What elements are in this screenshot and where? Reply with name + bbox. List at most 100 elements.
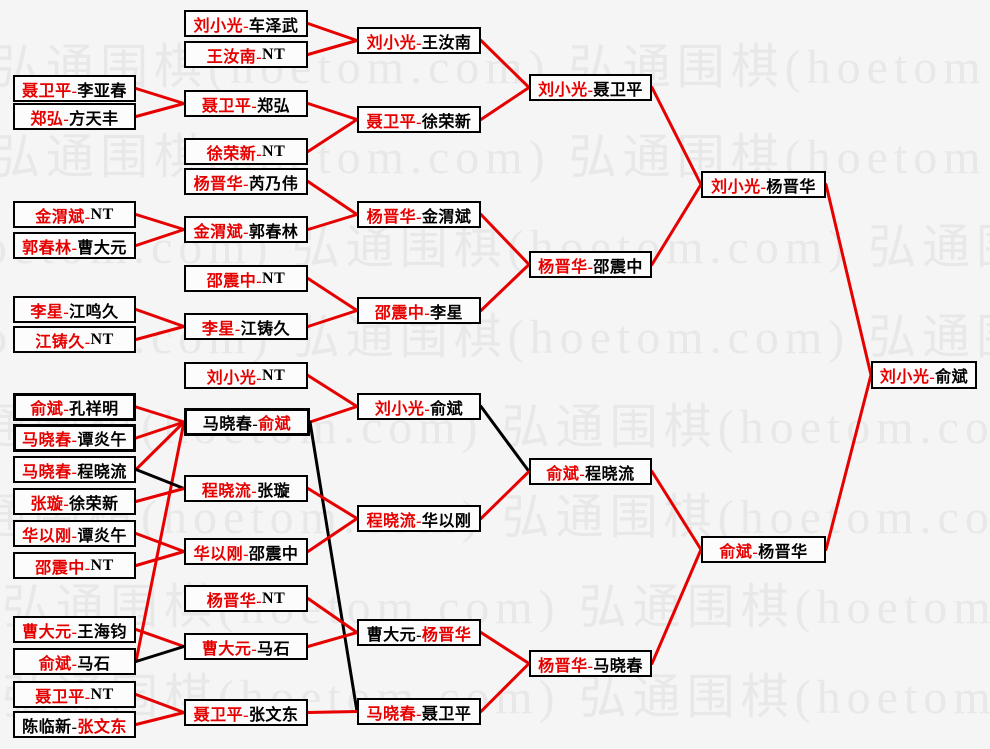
match-node: 刘小光-俞斌 [871, 361, 977, 389]
player-name-winner: 马晓春- [366, 705, 422, 723]
bracket-edge-red [134, 420, 186, 471]
bracket-edge-red [308, 405, 359, 424]
player-name-winner: 聂卫平- [193, 706, 249, 724]
match-node: 陈临新-张文东 [13, 711, 136, 738]
bracket-edge-red [134, 228, 186, 247]
player-name-loser: 曹大元- [366, 626, 422, 644]
bracket-edge-red [306, 517, 359, 553]
bracket-edge-red [306, 309, 359, 328]
player-name-loser: 徐荣新 [69, 495, 119, 513]
player-name-loser: 谭炎午 [77, 527, 127, 545]
player-name-loser: 李亚春 [77, 82, 127, 100]
bracket-edge-red [650, 470, 703, 551]
player-name-loser: 俞斌 [430, 400, 464, 418]
player-name-winner: 杨晋华- [193, 175, 249, 193]
match-node: 程晓流-华以刚 [357, 505, 481, 532]
player-name-loser: 江鸣久 [69, 303, 119, 321]
bracket-edge-red [134, 420, 186, 440]
match-node: 俞斌-孔祥明 [13, 393, 136, 421]
bracket-edge-red [306, 22, 359, 42]
match-node: 刘小光-车泽武 [184, 10, 308, 37]
match-node: 王汝南-NT [184, 41, 308, 68]
bracket-edge-red [134, 532, 186, 553]
match-node: 金渭斌-NT [13, 201, 136, 228]
player-name-loser: 孔祥明 [69, 401, 119, 418]
match-node: 华以刚-邵震中 [184, 538, 308, 565]
player-name-loser: NT [90, 205, 114, 223]
player-name-loser: 曹大元 [77, 239, 127, 257]
match-node: 俞斌-程晓流 [529, 458, 652, 485]
bracket-edge-red [306, 597, 359, 634]
bracket-edge-red [134, 325, 186, 341]
player-name-loser: 马晓春 [593, 657, 643, 675]
player-name-winner: 程晓流- [201, 482, 258, 500]
bracket-edge-red [134, 693, 186, 714]
watermark-text-row: 弘通围棋(hoetom.com) 弘通围棋(hoetom.com) 弘通围棋(h… [0, 41, 990, 94]
match-node: 杨晋华-NT [184, 585, 308, 612]
player-name-winner: 邵震中- [206, 272, 263, 290]
match-node: 郭春林-曹大元 [13, 232, 136, 259]
player-name-winner: 徐荣新- [206, 145, 263, 163]
bracket-edge-red [479, 263, 531, 312]
match-node: 聂卫平-徐荣新 [357, 106, 481, 133]
player-name-winner: 李星- [201, 320, 241, 338]
match-node: 程晓流-张璇 [184, 475, 308, 502]
match-node: 曹大元-马石 [184, 633, 308, 660]
match-node: 杨晋华-邵震中 [529, 251, 652, 278]
player-name-loser: 江铸久 [240, 320, 291, 338]
player-name-winner: 俞斌- [546, 465, 586, 483]
player-name-winner: 曹大元- [22, 623, 78, 641]
player-name-loser: 张文东 [248, 706, 299, 724]
bracket-edge-red [479, 470, 531, 520]
match-node: 张璇-徐荣新 [13, 488, 136, 515]
match-node: 邵震中-NT [13, 552, 136, 579]
player-name-winner: 马晓春- [22, 463, 78, 481]
match-node: 俞斌-马石 [13, 648, 136, 675]
player-name-loser: 杨晋华 [758, 543, 808, 561]
player-name-winner: 俞斌- [30, 401, 70, 418]
bracket-edge-red [134, 405, 186, 424]
player-name-winner: 俞斌 [258, 416, 292, 433]
player-name-winner: 李星- [30, 303, 70, 321]
watermark-text-row: 弘通围棋(hoetom.com) 弘通围棋(hoetom.com) 弘通围棋(h… [2, 581, 990, 634]
player-name-loser: 谭炎午 [77, 432, 127, 449]
player-name-winner: 聂卫平- [35, 688, 91, 706]
match-node: 金渭斌-郭春林 [184, 216, 308, 243]
player-name-winner: 张璇- [30, 495, 70, 513]
match-node: 刘小光-聂卫平 [529, 74, 652, 101]
player-name-winner: 俞斌- [38, 655, 78, 673]
player-name-loser: 徐荣新 [421, 113, 472, 131]
player-name-winner: 曹大元- [201, 640, 258, 658]
player-name-loser: 王海钧 [77, 623, 127, 641]
bracket-edge-red [134, 308, 186, 328]
player-name-loser: 邵震中 [593, 258, 643, 276]
player-name-loser: 张璇 [257, 482, 291, 500]
match-node: 刘小光-王汝南 [357, 27, 481, 54]
player-name-loser: 郑弘 [257, 97, 291, 115]
player-name-loser: NT [262, 589, 286, 607]
player-name-winner: 刘小光- [366, 34, 422, 52]
player-name-loser: 程晓流 [585, 465, 635, 483]
player-name-loser: 聂卫平 [593, 81, 643, 99]
bracket-edge-red [134, 213, 186, 231]
player-name-winner: 聂卫平- [201, 97, 258, 115]
bracket-edge-red [824, 183, 873, 377]
bracket-edge-red [824, 373, 873, 551]
player-name-winner: 刘小光- [193, 17, 249, 35]
match-node: 刘小光-俞斌 [357, 393, 481, 420]
player-name-loser: NT [262, 269, 286, 287]
match-node: 李星-江铸久 [184, 313, 308, 340]
match-node: 聂卫平-李亚春 [13, 75, 136, 102]
bracket-edge-red [479, 86, 531, 121]
player-name-winner: 刘小光- [711, 178, 767, 196]
bracket-edge-red [650, 183, 703, 266]
player-name-winner: 杨晋华- [538, 258, 594, 276]
match-node: 马晓春-聂卫平 [357, 698, 481, 725]
player-name-winner: 王汝南- [206, 48, 263, 66]
match-node: 马晓春-俞斌 [184, 408, 310, 436]
bracket-edge-red [134, 87, 186, 105]
match-node: 曹大元-杨晋华 [357, 619, 481, 646]
bracket-edge-red [306, 213, 359, 231]
